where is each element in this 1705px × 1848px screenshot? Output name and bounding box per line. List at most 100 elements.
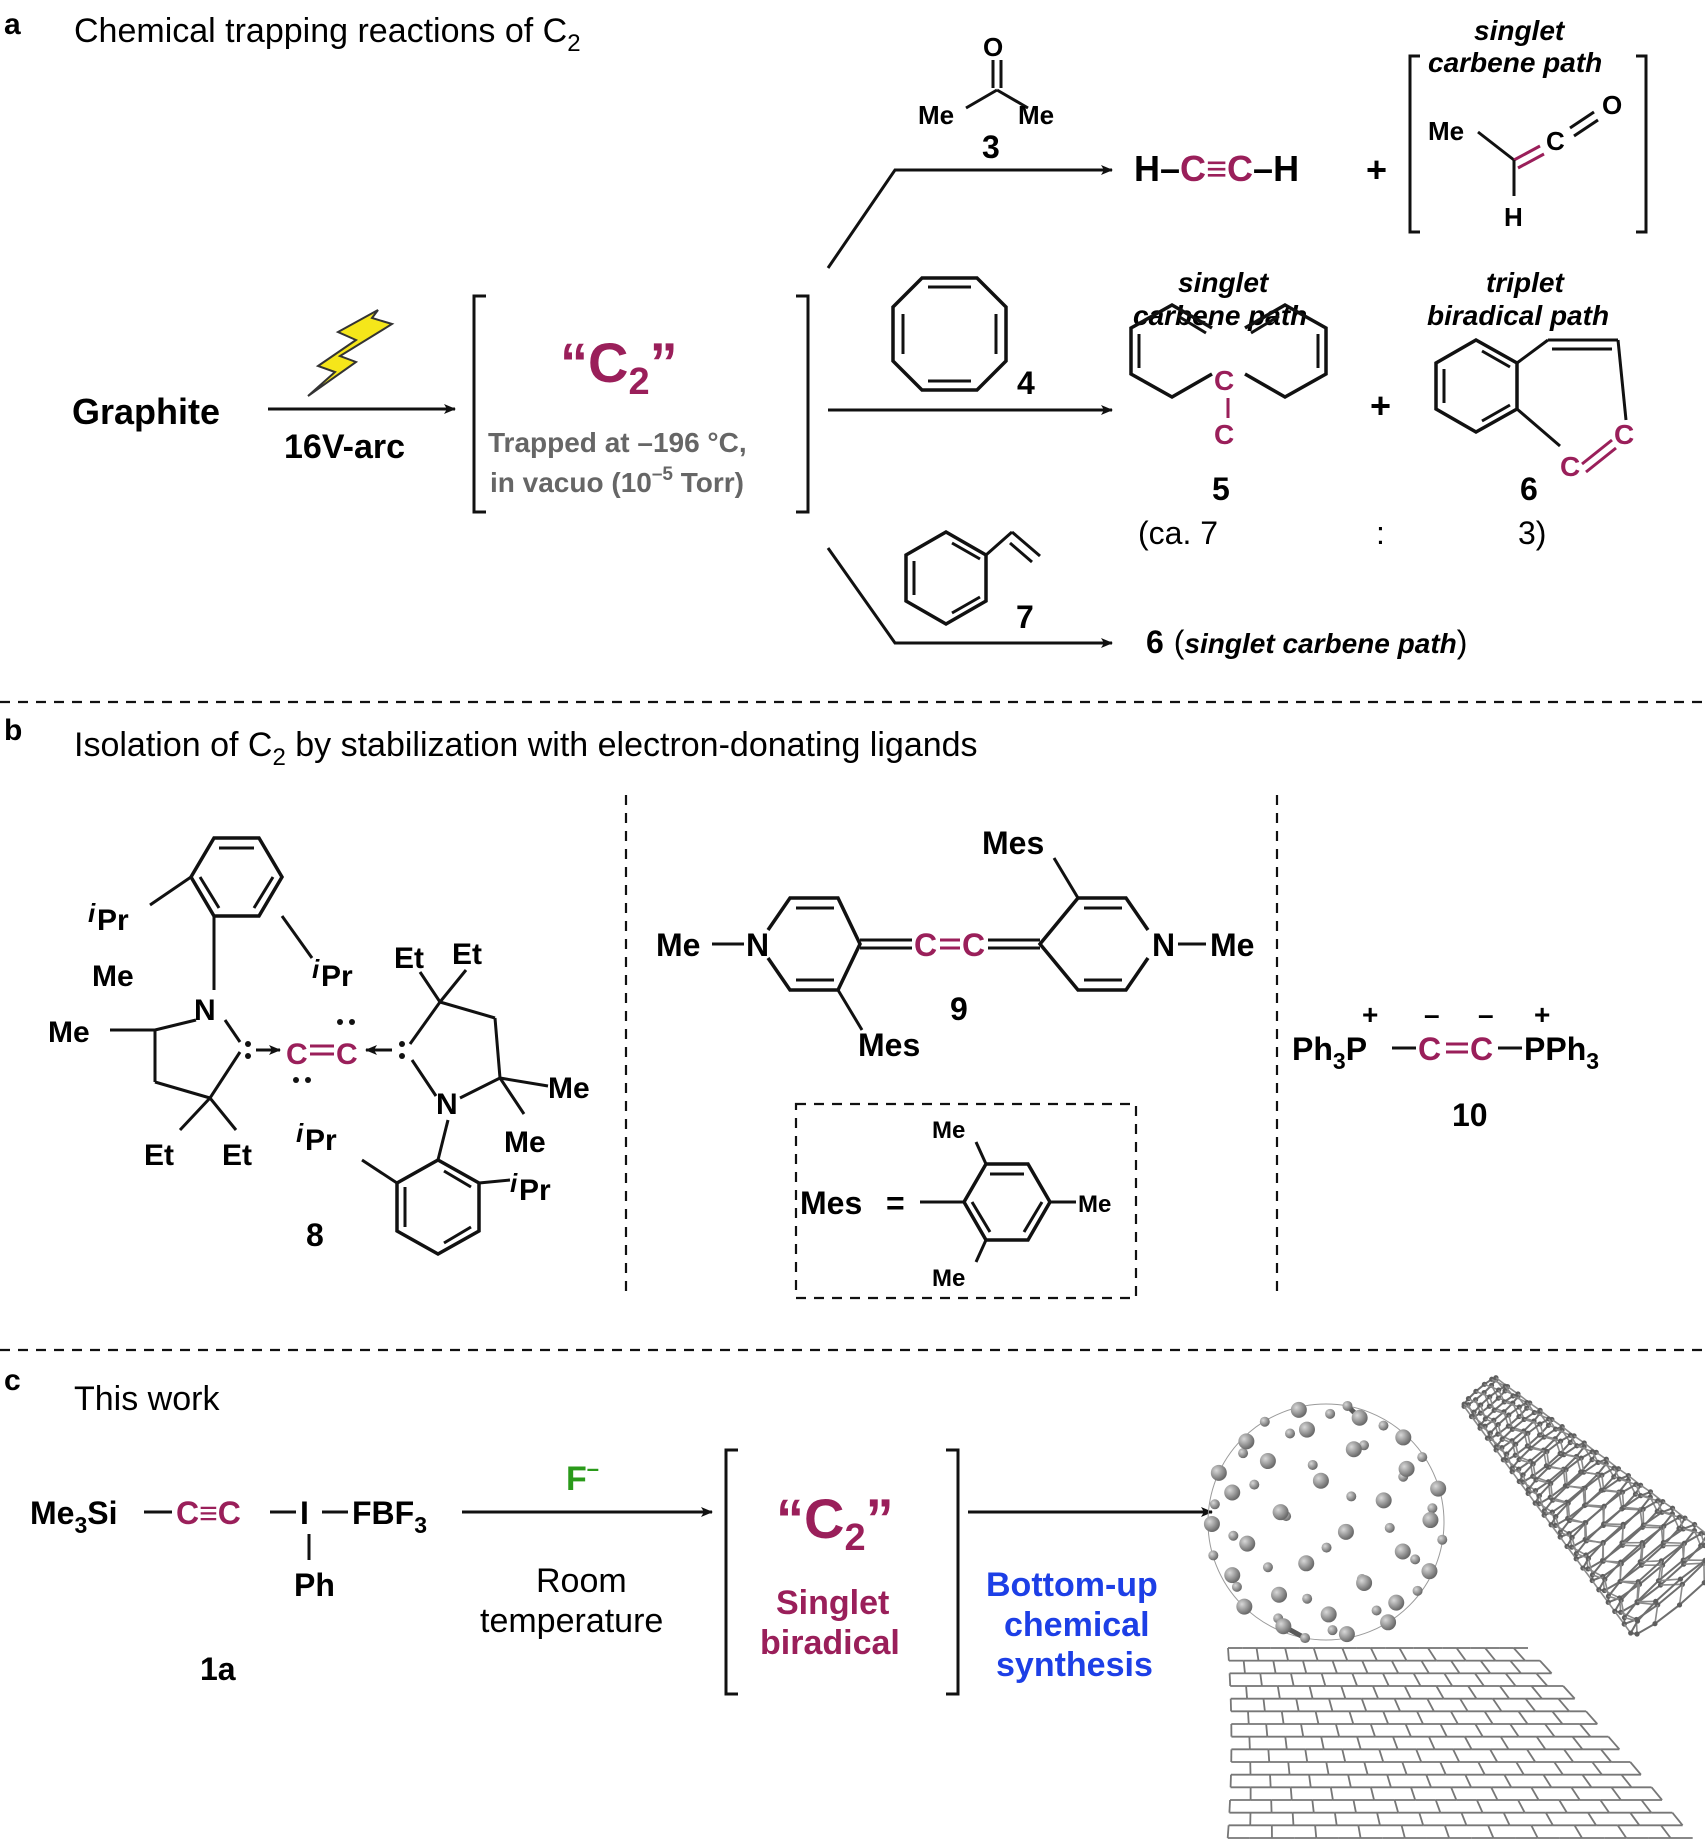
singlet-label-2: carbene path	[1133, 300, 1307, 331]
svg-text:Me: Me	[92, 960, 134, 993]
svg-text:C: C	[286, 1038, 308, 1071]
singlet-label-1: singlet	[1178, 267, 1270, 298]
svg-text:i: i	[510, 1168, 518, 1198]
graphene-illustration	[1226, 1647, 1693, 1839]
svg-text:+: +	[1534, 999, 1550, 1030]
svg-text:O: O	[1602, 90, 1622, 120]
c2-bracket-right	[796, 294, 810, 514]
compound-number-5: 5	[1212, 471, 1230, 507]
trapped-line-2: in vacuo (10–5 Torr)	[490, 464, 744, 498]
svg-text:Me: Me	[1428, 116, 1464, 146]
c2-bracket-right-c	[946, 1448, 960, 1696]
triplet-label-1: triplet	[1486, 267, 1565, 298]
svg-text:Mes: Mes	[800, 1185, 862, 1221]
compound-number-10: 10	[1452, 1097, 1488, 1133]
compound-number-7: 7	[1016, 599, 1034, 635]
plus-sign-1: +	[1366, 149, 1387, 190]
svg-text:Pr: Pr	[97, 904, 129, 937]
svg-text:C: C	[1214, 419, 1234, 450]
bottom-up-line-2: chemical	[1004, 1606, 1150, 1644]
panel-c-title: This work	[74, 1380, 220, 1418]
branch-arrow-acetone	[826, 165, 1113, 269]
svg-text:Pr: Pr	[519, 1174, 551, 1207]
svg-text:C: C	[1470, 1031, 1493, 1067]
svg-text:i: i	[312, 954, 320, 984]
cyclooctatetraene-structure: 4	[891, 276, 1035, 401]
svg-text:Me: Me	[656, 927, 700, 963]
state-line-2: biradical	[760, 1624, 900, 1662]
svg-text:–: –	[1424, 999, 1440, 1030]
branch-arrow-styrene	[826, 547, 1113, 648]
panel-letter-a: a	[4, 8, 21, 41]
svg-text:Et: Et	[452, 938, 482, 971]
triplet-label-2: biradical path	[1427, 300, 1609, 331]
svg-text:Me: Me	[1210, 927, 1254, 963]
product-6-structure: C C 6	[1434, 337, 1634, 507]
ketene-bracket-right	[1636, 54, 1648, 234]
state-line-1: Singlet	[776, 1584, 889, 1622]
panel-letter-b: b	[4, 714, 22, 747]
svg-text:Et: Et	[222, 1139, 252, 1172]
panel-b-title: Isolation of C2 by stabilization with el…	[74, 726, 978, 771]
acetone-structure: O Me Me 3	[918, 32, 1054, 165]
styrene-structure: 7	[904, 529, 1041, 635]
svg-text:Me: Me	[932, 1117, 965, 1144]
styrene-product: 6(singlet carbene path)	[1146, 624, 1467, 660]
svg-text:C: C	[1546, 126, 1565, 156]
condition-line-2: temperature	[480, 1602, 663, 1640]
compound-number-3: 3	[982, 129, 1000, 165]
compound-number-8: 8	[306, 1217, 324, 1253]
svg-text:PPh3: PPh3	[1524, 1031, 1599, 1074]
ratio-right: 3)	[1518, 515, 1546, 551]
svg-text:Mes: Mes	[858, 1027, 920, 1063]
svg-text:C: C	[1614, 419, 1634, 450]
panel-b: b Isolation of C2 by stabilization with …	[4, 714, 1599, 1300]
compound-10-structure: Ph3P + C – C – PPh3 + 10	[1292, 999, 1599, 1133]
svg-text:C: C	[962, 927, 985, 963]
svg-text:=: =	[886, 1185, 905, 1221]
compound-number-4: 4	[1017, 365, 1035, 401]
svg-text:Me: Me	[548, 1072, 590, 1105]
condition-line-1: Room	[536, 1562, 627, 1600]
panel-a: a Chemical trapping reactions of C2 Grap…	[4, 8, 1648, 660]
reagent-1a-structure: Me3Si C≡C I FBF3 Ph 1a	[30, 1495, 427, 1687]
fluoride-reagent: F–	[566, 1456, 599, 1498]
mes-definition-box: Mes = Me Me Me	[794, 1102, 1138, 1300]
svg-text:N: N	[1152, 927, 1175, 963]
graphite-label: Graphite	[72, 391, 220, 432]
svg-text:C: C	[1418, 1031, 1441, 1067]
c2-bracket-left-c	[724, 1448, 738, 1696]
svg-text:Me: Me	[918, 100, 954, 130]
svg-text:Me3Si: Me3Si	[30, 1495, 117, 1538]
plus-sign-2: +	[1370, 385, 1391, 426]
svg-text:C: C	[1214, 365, 1234, 396]
ketene-bracket-left	[1408, 54, 1420, 234]
svg-text:Pr: Pr	[305, 1124, 337, 1157]
ketene-structure: Me C O H	[1428, 90, 1622, 232]
c2-species-c: “C2”	[776, 1487, 894, 1559]
svg-text:Pr: Pr	[321, 960, 353, 993]
svg-text:C: C	[914, 927, 937, 963]
svg-text:i: i	[296, 1118, 304, 1148]
compound-8-structure: i Pr i Pr N Me Me Et Et C	[48, 836, 590, 1257]
svg-text:–: –	[1478, 999, 1494, 1030]
ratio-left: (ca. 7	[1138, 515, 1218, 551]
fullerene-illustration	[1203, 1400, 1448, 1644]
svg-text:Me: Me	[1078, 1191, 1111, 1218]
svg-text:Et: Et	[394, 942, 424, 975]
svg-text:i: i	[88, 898, 96, 928]
trapped-line-1: Trapped at –196 °C,	[488, 427, 747, 458]
svg-text:C≡C: C≡C	[176, 1495, 241, 1531]
svg-text:FBF3: FBF3	[352, 1495, 427, 1538]
svg-text:N: N	[436, 1088, 458, 1121]
svg-text:Me: Me	[48, 1016, 90, 1049]
compound-9-structure: Me N Mes C C Mes N Me 9	[656, 825, 1254, 1063]
compound-number-9: 9	[950, 991, 968, 1027]
svg-text:O: O	[983, 32, 1003, 62]
svg-text:C: C	[1560, 451, 1580, 482]
svg-text:N: N	[746, 927, 769, 963]
nanotube-illustration	[1461, 1375, 1705, 1637]
svg-text:I: I	[300, 1495, 309, 1531]
arc-label: 16V-arc	[284, 428, 405, 466]
